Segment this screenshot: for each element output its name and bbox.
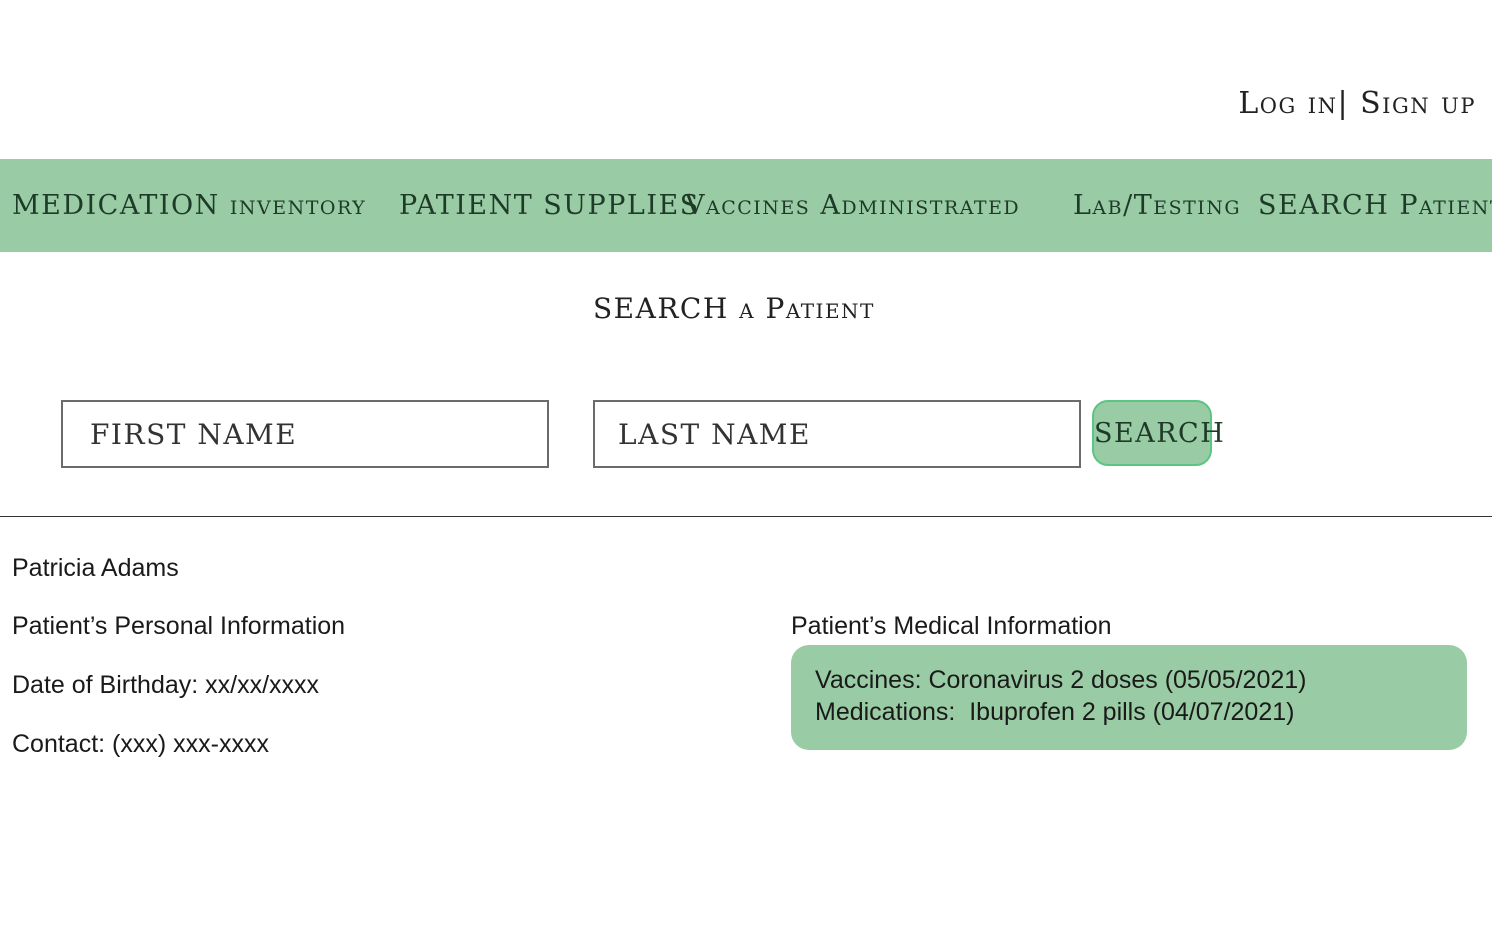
nav-patient-supplies[interactable]: PATIENT SUPPLIES (399, 190, 700, 221)
patient-contact: Contact: (xxx) xxx-xxxx (12, 730, 269, 758)
auth-links: Log in| Sign up (1238, 86, 1476, 121)
last-name-input[interactable] (595, 402, 1079, 466)
auth-separator: | (1337, 86, 1350, 121)
page-title: SEARCH a Patient (593, 292, 875, 325)
medications-record: Medications: Ibuprofen 2 pills (04/07/20… (815, 698, 1295, 726)
search-button[interactable]: SEARCH (1092, 400, 1224, 466)
nav-lab-testing[interactable]: Lab/Testing (1073, 190, 1242, 221)
nav-search-patient[interactable]: SEARCH Patient (1258, 190, 1492, 221)
first-name-input[interactable] (63, 402, 547, 466)
main-navbar: MEDICATION inventory PATIENT SUPPLIES Va… (0, 159, 1492, 252)
last-name-field-wrapper (593, 400, 1081, 468)
patient-name: Patricia Adams (12, 554, 179, 582)
login-link[interactable]: Log in (1238, 86, 1338, 121)
medical-info-card: Vaccines: Coronavirus 2 doses (05/05/202… (791, 645, 1467, 750)
personal-info-heading: Patient’s Personal Information (12, 612, 346, 640)
section-divider (0, 516, 1492, 517)
vaccines-record: Vaccines: Coronavirus 2 doses (05/05/202… (815, 666, 1307, 694)
medical-info-heading: Patient’s Medical Information (791, 612, 1112, 640)
first-name-field-wrapper (61, 400, 549, 468)
signup-link[interactable]: Sign up (1349, 86, 1476, 121)
nav-medication-inventory[interactable]: MEDICATION inventory (12, 190, 367, 221)
nav-vaccines-administrated[interactable]: Vaccines Administrated (685, 190, 1021, 221)
patient-birthday: Date of Birthday: xx/xx/xxxx (12, 671, 320, 699)
